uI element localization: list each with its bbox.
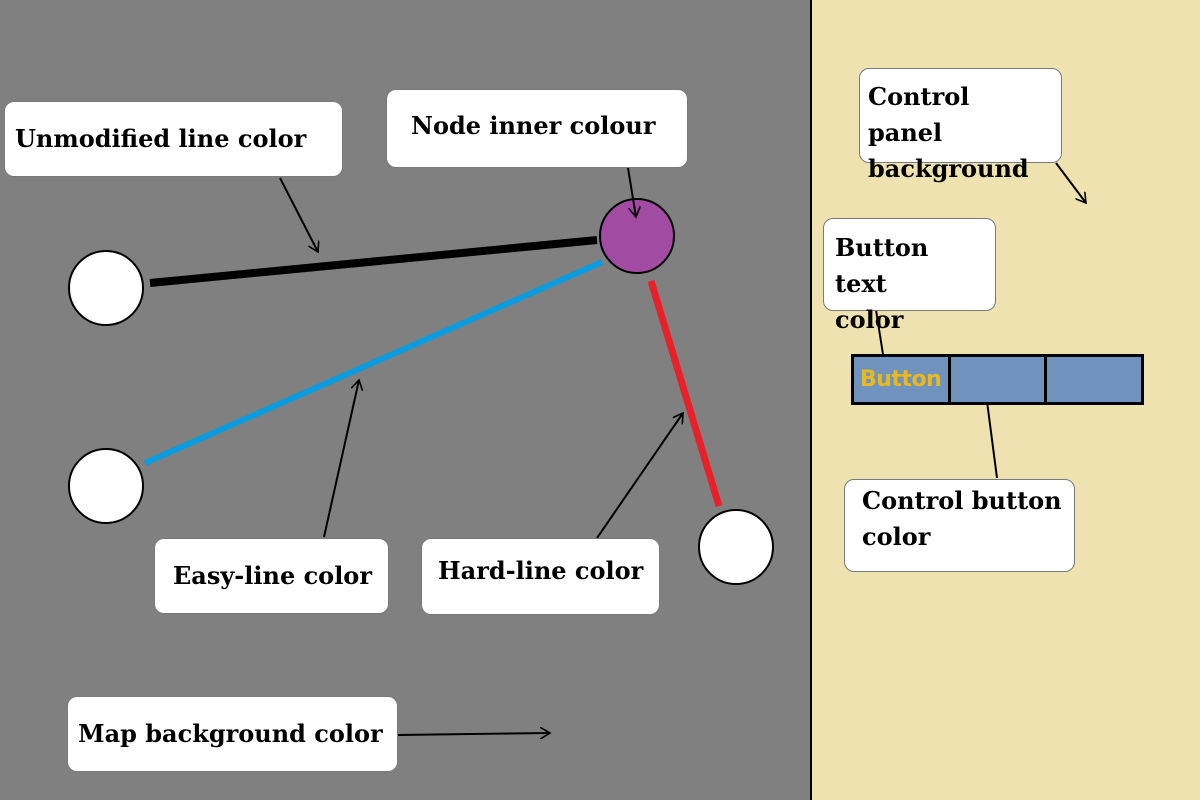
- arrow-unmodified-line: [279, 177, 318, 252]
- unmodified-line[interactable]: [149, 236, 598, 287]
- control-button-3[interactable]: [1044, 357, 1142, 402]
- control-button-1[interactable]: Button: [854, 357, 948, 402]
- control-button-2[interactable]: [947, 357, 1045, 402]
- arrow-easy-line: [323, 380, 359, 538]
- arrow-control-panel-background: [1055, 162, 1086, 203]
- label-unmodified-line: Unmodified line color: [4, 101, 343, 177]
- label-control-panel-background: Control panel background: [859, 68, 1062, 183]
- label-button-text: Button text color: [823, 218, 996, 334]
- label-hard-line: Hard-line color: [421, 538, 660, 615]
- node-bottom-right[interactable]: [698, 509, 774, 585]
- control-button-bar: Button: [851, 354, 1144, 405]
- arrow-node-inner: [627, 167, 636, 217]
- arrow-hard-line: [596, 413, 683, 539]
- node-left-bottom[interactable]: [68, 448, 144, 524]
- hard-line[interactable]: [647, 279, 723, 508]
- easy-line[interactable]: [143, 259, 604, 466]
- node-selected[interactable]: [599, 198, 675, 274]
- label-control-button: Control button color: [844, 479, 1075, 572]
- label-easy-line: Easy-line color: [154, 538, 389, 614]
- arrow-map-background: [397, 733, 550, 735]
- node-left-top[interactable]: [68, 250, 144, 326]
- label-node-inner: Node inner colour: [386, 89, 688, 168]
- label-map-background: Map background color: [67, 696, 398, 772]
